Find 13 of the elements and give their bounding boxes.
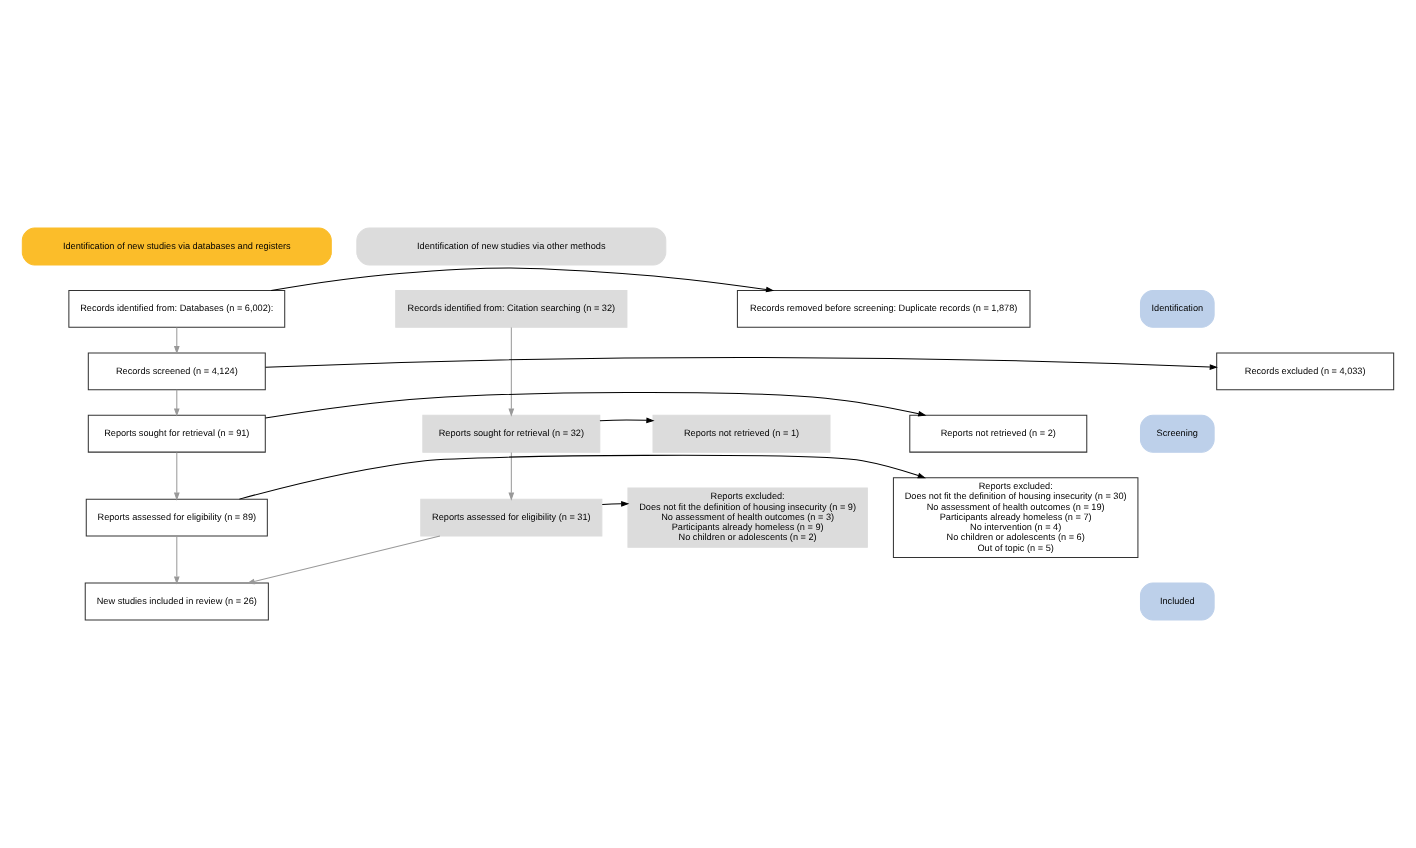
- arrow: [238, 454, 926, 500]
- arrow: [173, 389, 180, 417]
- arrow: [270, 267, 775, 293]
- arrow: [173, 326, 180, 355]
- arrow: [601, 501, 630, 507]
- arrow: [173, 452, 180, 501]
- arrow: [264, 392, 927, 419]
- arrow: [265, 357, 1218, 370]
- arrow: [173, 535, 180, 585]
- arrow: [508, 452, 515, 501]
- arrow: [599, 417, 655, 424]
- arrow: [508, 327, 515, 417]
- arrow: [246, 535, 441, 585]
